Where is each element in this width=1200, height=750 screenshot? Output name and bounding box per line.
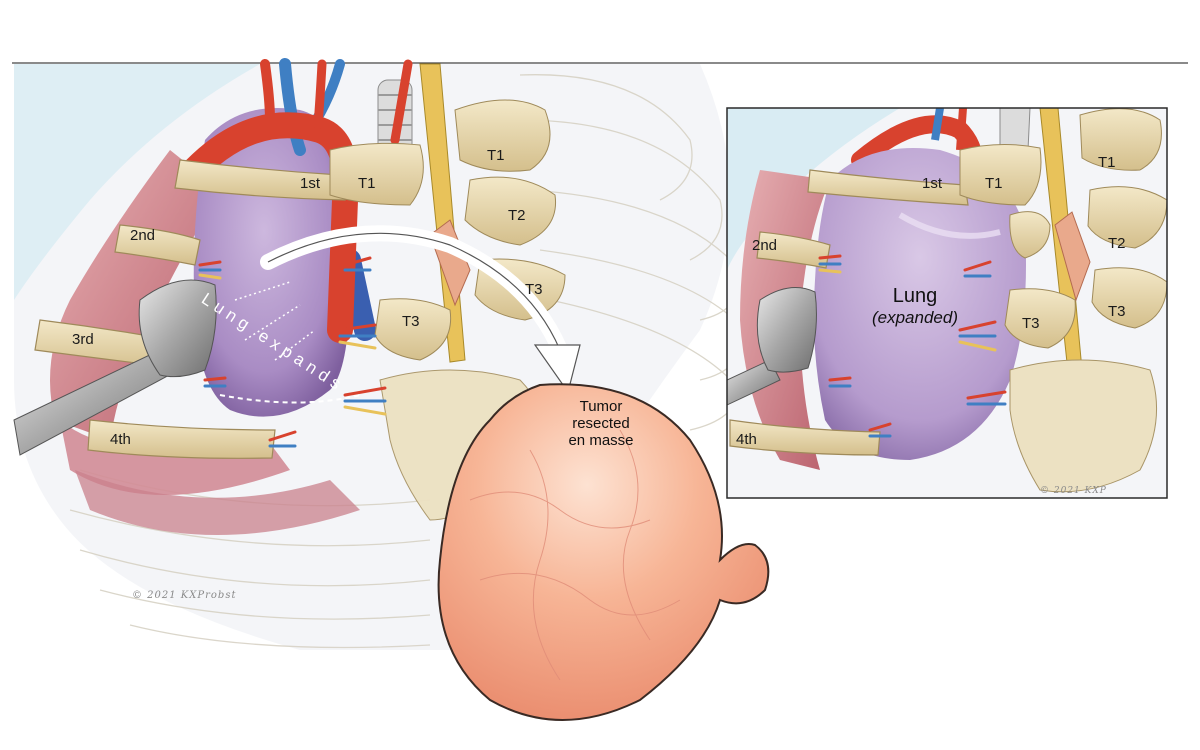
tumor-label-line-2: resected [572,415,630,432]
ribs [34,159,346,459]
tumor [437,383,770,721]
inset-vertebra-label-t2: T2 [1108,235,1126,252]
tumor-label-line-1: Tumor [579,398,623,415]
inset-vertebra-label-t3-right: T3 [1108,303,1126,320]
main-vertebra-label-t3-left: T3 [402,313,420,330]
lung-expand-arrows [234,281,316,361]
inset-frame [726,107,1168,499]
rib-2nd [114,224,201,266]
main-vertebra-label-t1-left: T1 [358,175,376,192]
chest-muscle [50,150,220,440]
tumor-label: Tumor resected en masse [556,398,646,449]
inset-artist-credit: © 2021 KXP [1040,486,1107,496]
main-vertebra-label-t3-right: T3 [525,281,543,298]
nerve-bundles [198,256,387,448]
inset-rib-label-1st: 1st [922,175,943,192]
rib-4th [87,419,276,459]
retractor [13,279,217,456]
rib-1st [174,159,346,201]
main-rib-label-3rd: 3rd [72,331,94,348]
inset-vertebra-label-t1-right: T1 [1098,154,1116,171]
inset-lung-label: Lung (expanded) [850,286,980,328]
inset-lung-label-state: (expanded) [871,308,958,327]
main-vertebra-label-t1-right: T1 [487,147,505,164]
main-rib-label-4th: 4th [110,431,131,448]
main-illustration [13,58,770,721]
inset-rib-label-2nd: 2nd [752,237,778,254]
main-rib-label-2nd: 2nd [130,227,156,244]
main-rib-label-1st: 1st [300,175,321,192]
inset-lung-label-name: Lung [892,285,938,307]
main-vertebra-label-t2: T2 [508,207,526,224]
inset-rib-label-4th: 4th [736,431,757,448]
inset-vertebra-label-t3-left: T3 [1022,315,1040,332]
inset-vertebra-label-t1-left: T1 [985,175,1003,192]
tumor-label-line-3: en masse [568,432,634,449]
lung-inset [813,148,1026,460]
main-artist-credit: © 2021 KXProbst [132,590,237,601]
resection-arrow [260,225,581,394]
inset-illustration [726,107,1168,499]
